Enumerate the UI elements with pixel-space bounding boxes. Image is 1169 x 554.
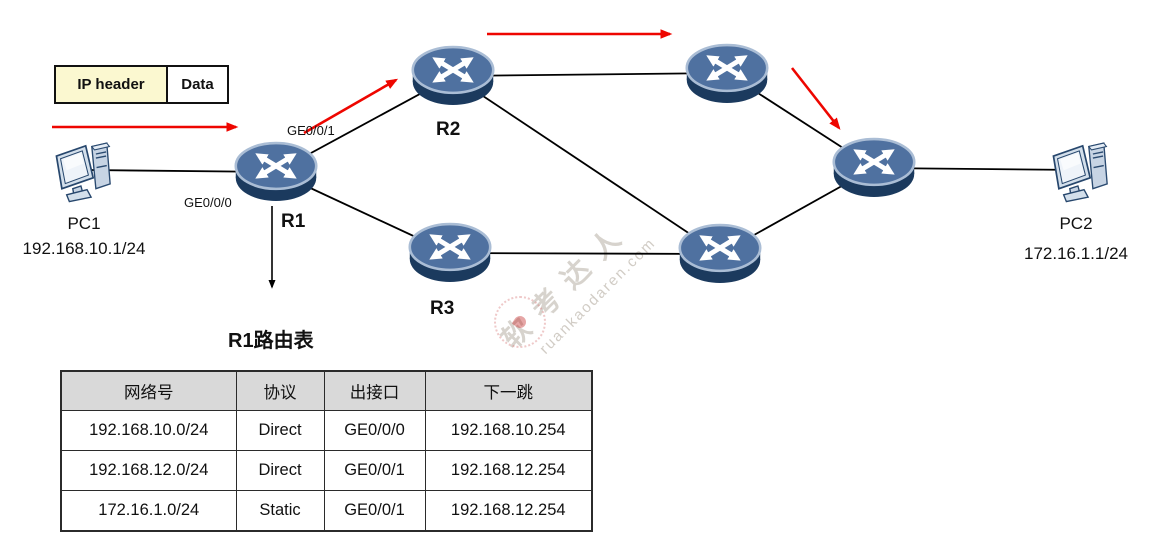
router-r2-label: R2 [436,119,461,140]
ip-header-cell: IP header [54,65,167,104]
table-row: 192.168.10.0/24 Direct GE0/0/0 192.168.1… [60,410,593,451]
routing-table: 网络号 协议 出接口 下一跳 192.168.10.0/24 Direct GE… [60,370,593,532]
col-header-network: 网络号 [60,370,237,411]
router-far-right-icon [830,136,918,200]
router-top-right-icon [683,42,771,106]
watermark-stamp-icon [494,296,546,348]
pc1-label: PC1 [67,214,101,233]
cell-nexthop: 192.168.10.254 [424,410,593,451]
r1-iface-ge001-label: GE0/0/1 [287,123,335,138]
cell-nexthop: 192.168.12.254 [424,450,593,491]
pc2-desktop-computer-icon [1048,137,1116,205]
cell-protocol: Static [235,490,325,532]
router-r3-label: R3 [430,298,455,319]
cell-interface: GE0/0/1 [323,450,426,491]
watermark-text: 软考达人 [495,213,636,355]
cell-network: 192.168.12.0/24 [60,450,237,491]
pc2-label: PC2 [1059,214,1093,233]
router-bottom-right-icon [676,222,764,286]
cell-network: 192.168.10.0/24 [60,410,237,451]
cell-interface: GE0/0/1 [323,490,426,532]
cell-nexthop: 192.168.12.254 [424,490,593,532]
router-r1-icon [232,140,320,204]
watermark-url: ruankaodaren.com [535,234,659,358]
cell-network: 172.16.1.0/24 [60,490,237,532]
col-header-protocol: 协议 [235,370,325,411]
router-r1-label: R1 [281,211,306,232]
r1-iface-ge000-label: GE0/0/0 [184,195,232,210]
table-row: 172.16.1.0/24 Static GE0/0/1 192.168.12.… [60,490,593,532]
red-arrow-icon [790,67,841,130]
cell-protocol: Direct [235,410,325,451]
router-r2-icon [409,44,497,108]
routing-table-title: R1路由表 [228,330,314,352]
ip-packet-box: IP header Data [54,65,229,104]
data-cell: Data [167,65,229,104]
router-r3-icon [406,221,494,285]
table-row: 192.168.12.0/24 Direct GE0/0/1 192.168.1… [60,450,593,491]
cell-interface: GE0/0/0 [323,410,426,451]
cell-protocol: Direct [235,450,325,491]
pc2-ip-address: 172.16.1.1/24 [1024,244,1128,263]
col-header-interface: 出接口 [323,370,426,411]
table-header-row: 网络号 协议 出接口 下一跳 [60,370,593,411]
pc1-desktop-computer-icon [51,137,119,205]
pc1-ip-address: 192.168.10.1/24 [22,239,146,258]
col-header-nexthop: 下一跳 [424,370,593,411]
